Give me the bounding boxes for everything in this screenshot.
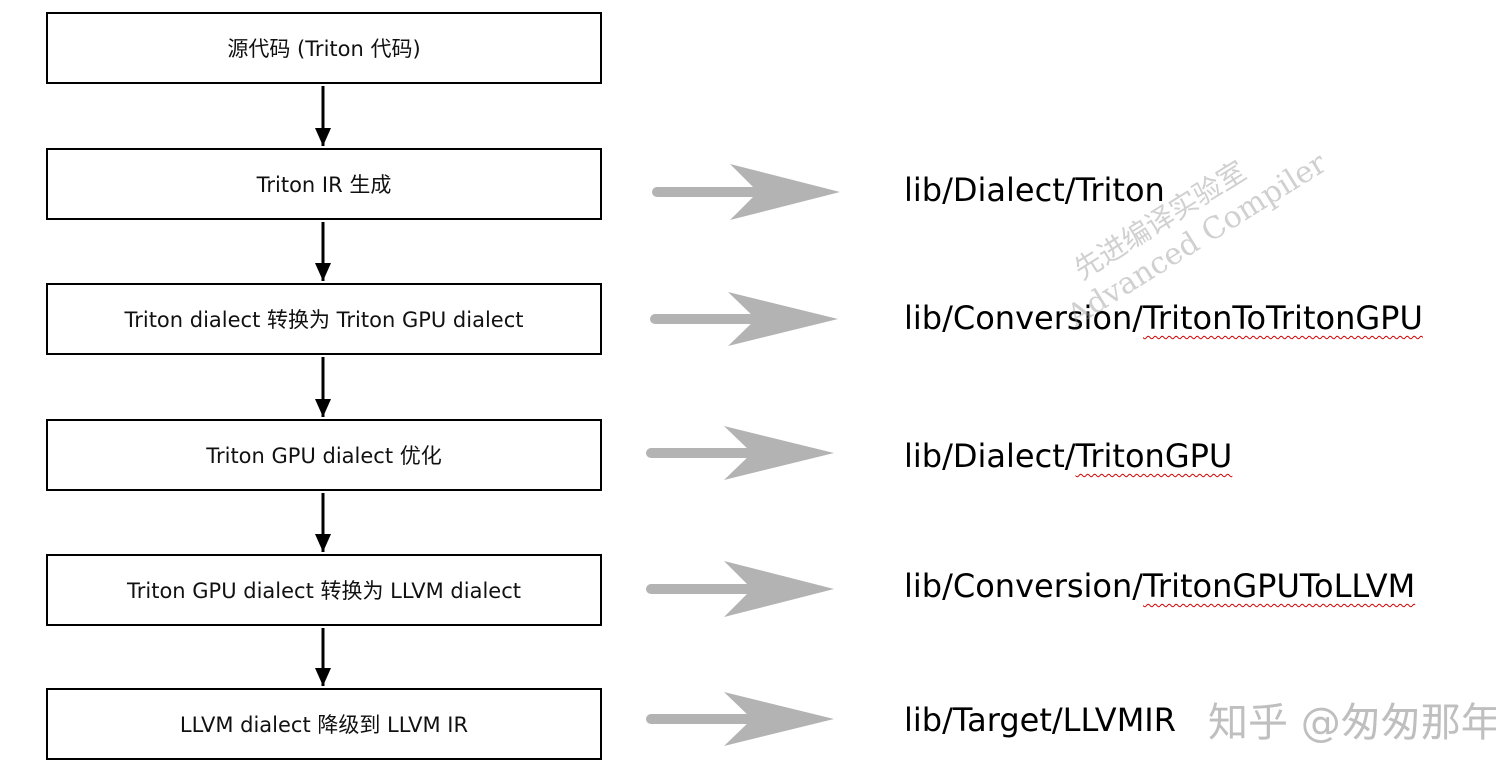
source-path-target-llvmir: lib/Target/LLVMIR [904,700,1176,740]
step-box-source-code: 源代码 (Triton 代码) [46,12,602,84]
step-label: Triton IR 生成 [256,173,392,197]
path-suffix: TritonGPU [1075,437,1233,475]
connector-arrowhead [315,399,331,417]
source-path-tritongpu-dialect: lib/Dialect/TritonGPU [904,436,1232,476]
gray-arrow [652,164,840,220]
step-box-triton-ir: Triton IR 生成 [46,148,602,220]
path-suffix: LLVMIR [1062,701,1176,739]
path-suffix: TritonGPUToLLVM [1143,567,1416,605]
path-prefix: lib/Conversion/ [904,567,1144,605]
step-label: 源代码 (Triton 代码) [227,37,421,61]
path-suffix: Triton [1075,171,1165,209]
connector-arrowhead [315,128,331,146]
zhihu-credit: 知乎 @匆匆那年 [1208,700,1496,746]
source-path-tritongpu-to-llvm: lib/Conversion/TritonGPUToLLVM [904,566,1415,606]
step-label: Triton GPU dialect 优化 [206,444,442,468]
step-box-triton-to-gpu: Triton dialect 转换为 Triton GPU dialect [46,283,602,355]
step-box-llvm-ir: LLVM dialect 降级到 LLVM IR [46,688,602,760]
gray-arrow [650,292,838,346]
path-prefix: lib/Conversion/ [904,299,1144,337]
path-prefix: lib/Dialect/ [904,171,1076,209]
step-label: Triton dialect 转换为 Triton GPU dialect [124,308,524,332]
step-box-gpu-optimize: Triton GPU dialect 优化 [46,419,602,491]
path-prefix: lib/Target/ [904,701,1063,739]
connector-arrowhead [315,668,331,686]
connector-arrowhead [315,534,331,552]
step-label: Triton GPU dialect 转换为 LLVM dialect [127,579,521,603]
path-prefix: lib/Dialect/ [904,437,1076,475]
step-box-gpu-to-llvm: Triton GPU dialect 转换为 LLVM dialect [46,554,602,626]
gray-arrow [646,561,834,617]
source-path-triton-dialect: lib/Dialect/Triton [904,170,1165,210]
gray-arrow [646,692,834,746]
source-path-triton-to-tritongpu: lib/Conversion/TritonToTritonGPU [904,298,1423,338]
gray-arrow [646,426,834,480]
step-label: LLVM dialect 降级到 LLVM IR [179,713,469,737]
path-suffix: TritonToTritonGPU [1143,299,1423,337]
connector-arrowhead [315,263,331,281]
